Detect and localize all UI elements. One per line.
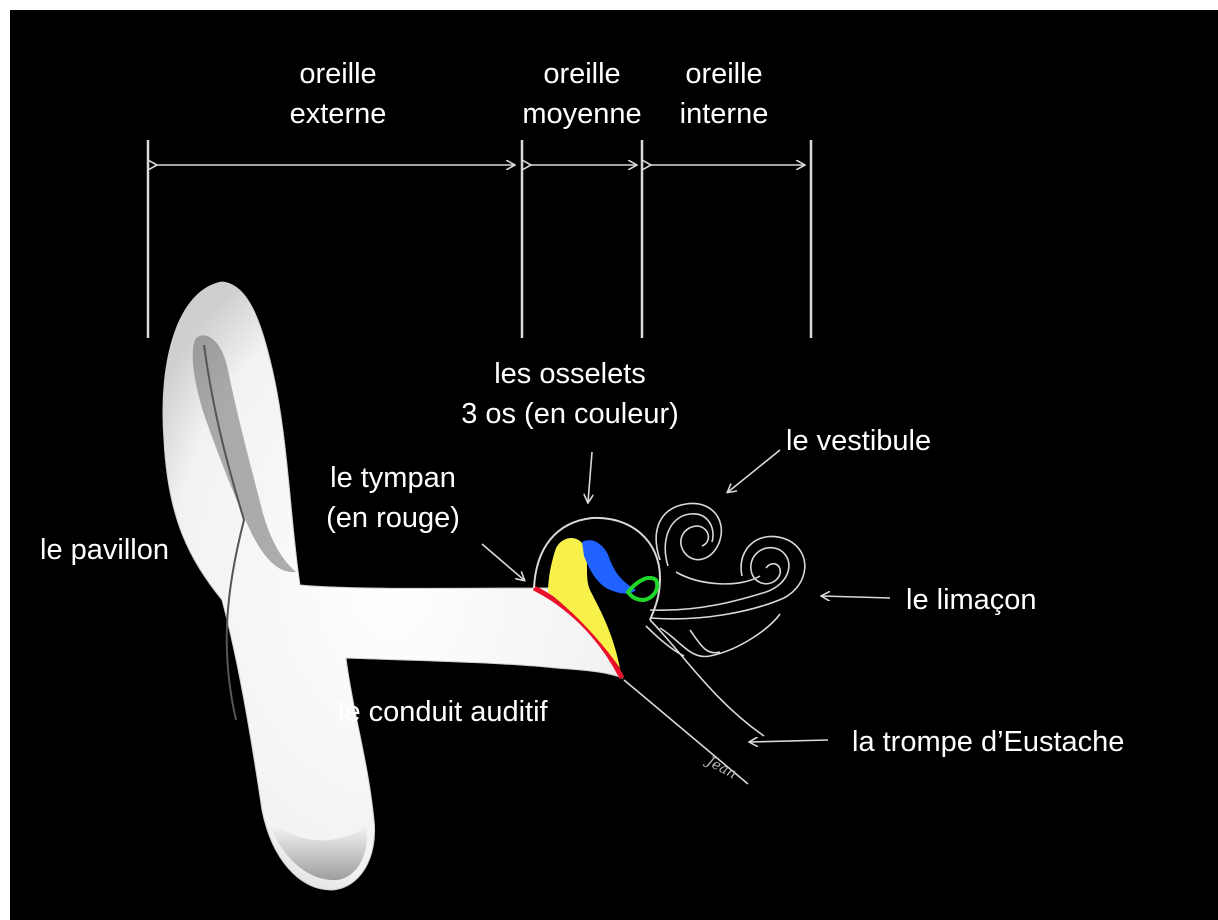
header-middle-ear-line2: moyenne <box>512 94 652 134</box>
vestibule-loops <box>656 503 760 583</box>
label-ossicles-line2: 3 os (en couleur) <box>430 394 710 434</box>
eustachian-tube-drawing <box>624 620 764 784</box>
header-inner-ear-line2: interne <box>654 94 794 134</box>
arrow-eustachian <box>750 740 828 742</box>
header-outer-ear-line2: externe <box>258 94 418 134</box>
label-eardrum-line2: (en rouge) <box>308 498 478 538</box>
label-cochlea: le limaçon <box>906 580 1037 620</box>
header-outer-ear-line1: oreille <box>258 54 418 94</box>
label-eardrum: le tympan (en rouge) <box>308 458 478 538</box>
header-inner-ear-line1: oreille <box>654 54 794 94</box>
arrow-ossicles <box>588 452 592 502</box>
inner-connections <box>646 626 720 656</box>
header-middle-ear-line1: oreille <box>512 54 652 94</box>
ossicle-green <box>628 578 657 600</box>
arrow-cochlea <box>822 596 890 598</box>
label-vestibule: le vestibule <box>786 421 931 461</box>
cochlea-spiral <box>650 536 805 656</box>
label-ossicles: les osselets 3 os (en couleur) <box>430 354 710 434</box>
header-middle-ear: oreille moyenne <box>512 54 652 134</box>
label-ossicles-line1: les osselets <box>430 354 710 394</box>
label-eardrum-line1: le tympan <box>308 458 478 498</box>
arrow-eardrum <box>482 544 524 580</box>
label-pinna: le pavillon <box>40 530 169 570</box>
label-ear-canal: le conduit auditif <box>338 692 548 732</box>
inner-ear-drawing <box>646 503 805 656</box>
arrow-vestibule <box>728 450 780 492</box>
label-eustachian-tube: la trompe d’Eustache <box>852 722 1124 762</box>
ossicle-blue <box>582 540 636 593</box>
header-outer-ear: oreille externe <box>258 54 418 134</box>
header-inner-ear: oreille interne <box>654 54 794 134</box>
